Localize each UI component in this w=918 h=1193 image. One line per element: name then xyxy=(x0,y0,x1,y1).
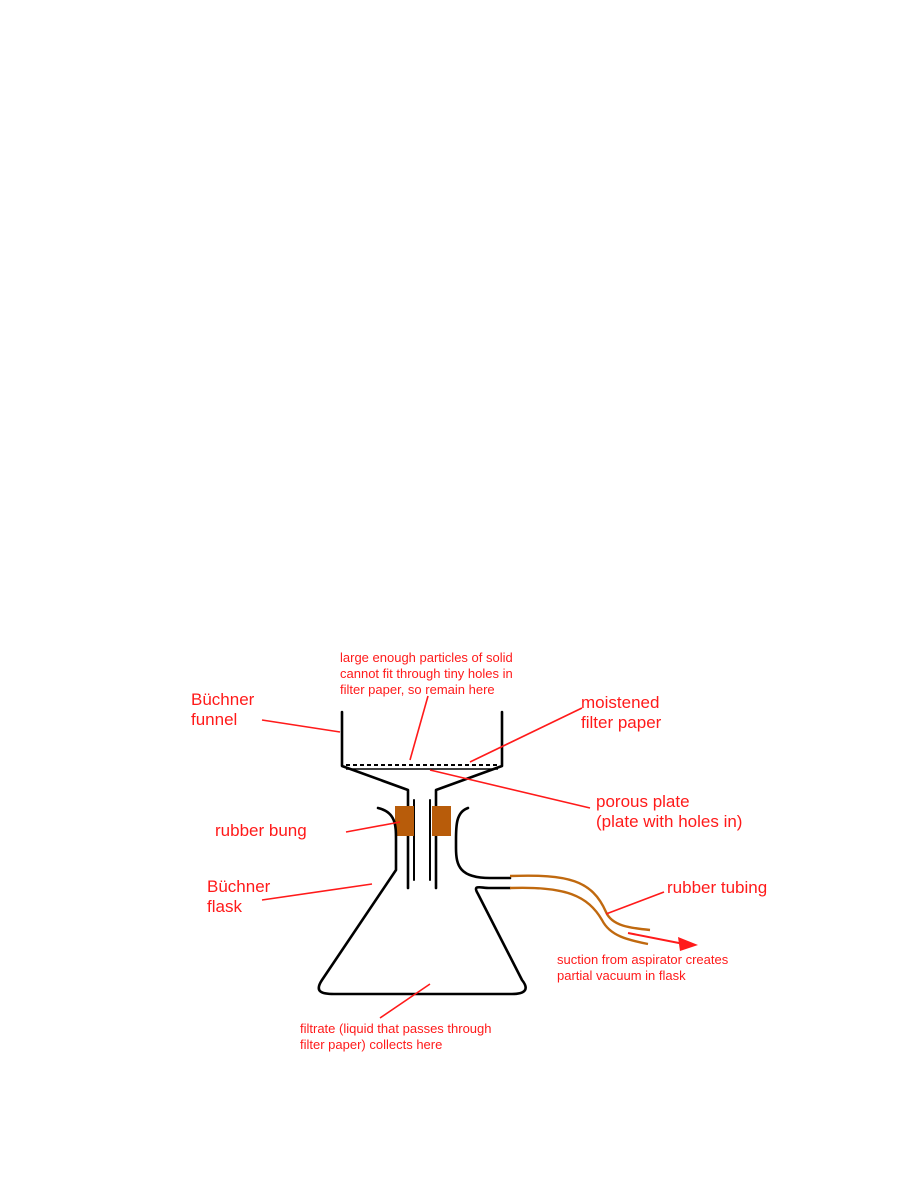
buchner-flask-line-1: Büchner xyxy=(207,877,271,896)
buchner-funnel-line-1: Büchner xyxy=(191,690,255,709)
filter-paper-line-1: moistened xyxy=(581,693,660,712)
rubber-bung-left xyxy=(395,806,414,836)
leader-tubing xyxy=(605,891,665,915)
filter-paper-line-2: filter paper xyxy=(581,713,662,732)
leader-funnel xyxy=(261,719,341,733)
rubber-bung-label: rubber bung xyxy=(215,821,307,840)
particles-label: large enough particles of solid cannot f… xyxy=(340,650,513,698)
suction-line-1: suction from aspirator creates xyxy=(557,952,729,967)
particles-line-3: filter paper, so remain here xyxy=(340,682,495,697)
rubber-bung-right xyxy=(432,806,451,836)
particles-line-2: cannot fit through tiny holes in xyxy=(340,666,513,681)
filtrate-line-1: filtrate (liquid that passes through xyxy=(300,1021,492,1036)
rubber-tubing-label: rubber tubing xyxy=(667,878,768,897)
leader-flask xyxy=(261,883,373,901)
leader-filtrate xyxy=(379,983,431,1019)
leader-particles xyxy=(409,695,429,761)
buchner-flask xyxy=(317,806,527,996)
filtrate-line-2: filter paper) collects here xyxy=(300,1037,443,1052)
buchner-flask-label: Büchner flask xyxy=(207,877,270,917)
filtrate-label: filtrate (liquid that passes through fil… xyxy=(300,1021,492,1053)
suction-label: suction from aspirator creates partial v… xyxy=(557,952,728,984)
rubber-tubing-lower xyxy=(509,886,649,946)
porous-plate-label: porous plate (plate with holes in) xyxy=(596,792,742,832)
moistened-filter-paper-label: moistened filter paper xyxy=(581,693,661,733)
funnel-stem xyxy=(413,799,431,881)
rubber-tubing-upper xyxy=(509,874,651,932)
buchner-funnel-line-2: funnel xyxy=(191,710,238,729)
leader-porous-plate xyxy=(429,769,591,809)
particles-line-1: large enough particles of solid xyxy=(340,650,513,665)
leader-rubber-bung xyxy=(345,821,401,833)
porous-plate-line-1: porous plate xyxy=(596,792,690,811)
funnel-body xyxy=(340,710,504,890)
buchner-funnel-label: Büchner funnel xyxy=(191,690,254,730)
suction-arrow-head xyxy=(678,937,698,951)
leader-filter-paper xyxy=(469,707,583,763)
suction-line-2: partial vacuum in flask xyxy=(557,968,686,983)
porous-plate-line-2: (plate with holes in) xyxy=(596,812,743,831)
buchner-flask-line-2: flask xyxy=(207,897,242,916)
suction-arrow-shaft xyxy=(627,932,685,945)
